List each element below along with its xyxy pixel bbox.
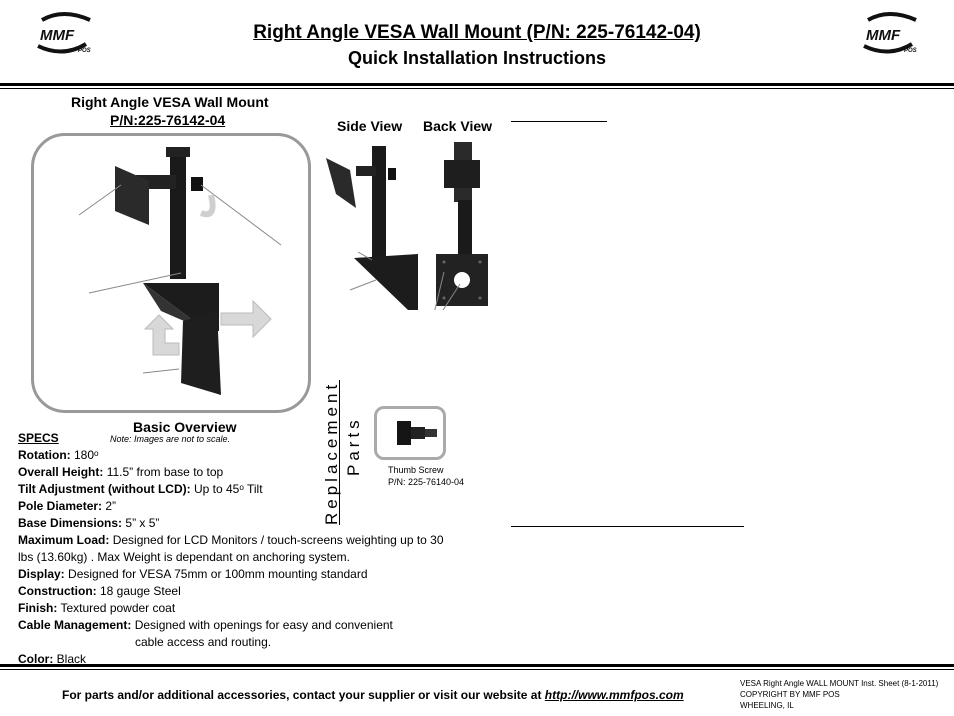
side-view-illustration	[326, 146, 418, 310]
mmf-logo-left: MMF POS	[28, 10, 98, 56]
header-rule-thin	[0, 88, 954, 89]
overview-part-number: P/N:225-76142-04	[110, 112, 226, 128]
logo-text: MMF	[40, 27, 75, 44]
notes-rule-top	[511, 121, 607, 122]
footer-rule-thick	[0, 664, 954, 667]
specs-heading: SPECS	[18, 431, 59, 445]
back-view-label: Back View	[423, 118, 493, 134]
replacement-rule	[339, 380, 340, 525]
spec-load: Maximum Load: Designed for LCD Monitors …	[18, 533, 444, 564]
spec-base: Base Dimensions: 5” x 5”	[18, 516, 160, 530]
thumb-screw-frame	[374, 406, 446, 460]
spec-construction: Construction: 18 gauge Steel	[18, 584, 181, 598]
svg-text:POS: POS	[78, 48, 91, 54]
overview-note: Note: Images are not to scale.	[110, 434, 231, 444]
thumb-screw-part-number: P/N: 225-76140-04	[388, 477, 465, 487]
thumb-screw-name: Thumb Screw	[388, 465, 444, 475]
specs-section: SPECS Rotation: 180ᵒ Overall Height: 11.…	[18, 430, 448, 668]
spec-color: Color: Black	[18, 652, 87, 666]
footer-contact: For parts and/or additional accessories,…	[62, 688, 684, 702]
spec-tilt: Tilt Adjustment (without LCD): Up to 45ᵒ…	[18, 482, 263, 496]
spec-cable-cont: cable access and routing.	[135, 635, 272, 649]
spec-height: Overall Height: 11.5” from base to top	[18, 465, 224, 479]
svg-text:POS: POS	[904, 48, 917, 54]
footer-meta: VESA Right Angle WALL MOUNT Inst. Sheet …	[740, 679, 939, 710]
back-view-illustration	[434, 142, 488, 310]
document-subtitle: Quick Installation Instructions	[347, 48, 607, 68]
svg-text:MMF: MMF	[866, 27, 901, 44]
document-title: Right Angle VESA Wall Mount (P/N: 225-76…	[253, 22, 701, 43]
overview-product-name: Right Angle VESA Wall Mount	[71, 94, 269, 110]
side-view-label: Side View	[337, 118, 403, 134]
thumb-screw-image	[397, 421, 437, 445]
spec-finish: Finish: Textured powder coat	[18, 601, 176, 615]
header-rule-thick	[0, 83, 954, 86]
notes-rule-bottom	[511, 526, 744, 527]
overview-caption: Basic Overview	[133, 419, 237, 435]
website-link[interactable]: http://www.mmfpos.com	[544, 688, 684, 702]
footer-rule-thin	[0, 669, 954, 670]
spec-display: Display: Designed for VESA 75mm or 100mm…	[18, 567, 368, 581]
mmf-logo-right: MMF POS	[854, 10, 924, 56]
spec-cable: Cable Management: Designed with openings…	[18, 618, 393, 632]
spec-rotation: Rotation: 180ᵒ	[18, 448, 99, 462]
spec-pole: Pole Diameter: 2”	[18, 499, 117, 513]
overview-mount-illustration	[78, 147, 282, 395]
